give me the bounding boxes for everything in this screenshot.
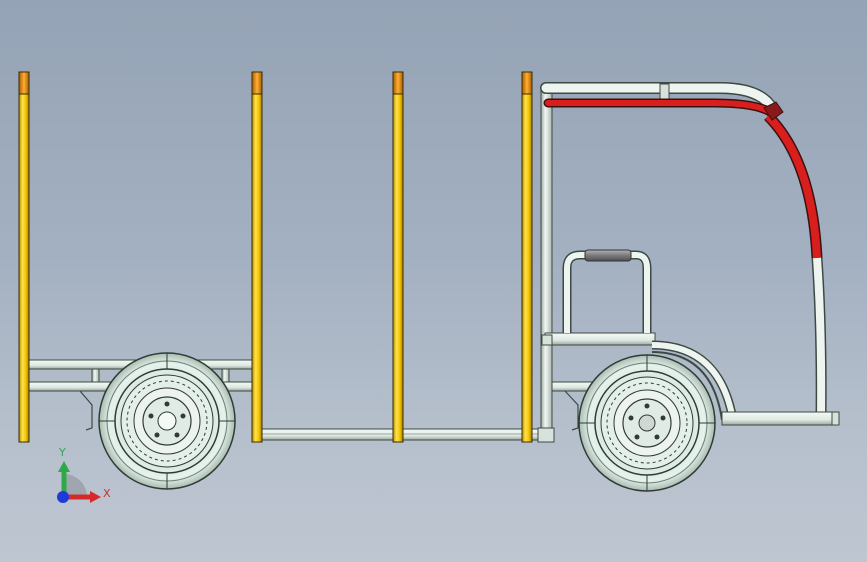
rear-wheel <box>98 352 236 490</box>
front-wheel <box>578 354 716 492</box>
coordinate-triad: Y X <box>57 446 111 503</box>
cab-frame <box>537 82 840 443</box>
z-axis-dot <box>57 491 69 503</box>
stake-post-1 <box>18 71 30 443</box>
y-axis-arrow <box>58 461 70 472</box>
handle-grip <box>584 249 632 262</box>
y-axis-label: Y <box>58 446 66 459</box>
x-axis-label: X <box>103 487 111 500</box>
stake-post-3 <box>392 71 404 443</box>
stake-post-2 <box>251 71 263 443</box>
stake-posts <box>18 71 533 443</box>
x-axis-arrow <box>90 491 101 503</box>
stake-post-4 <box>521 71 533 443</box>
